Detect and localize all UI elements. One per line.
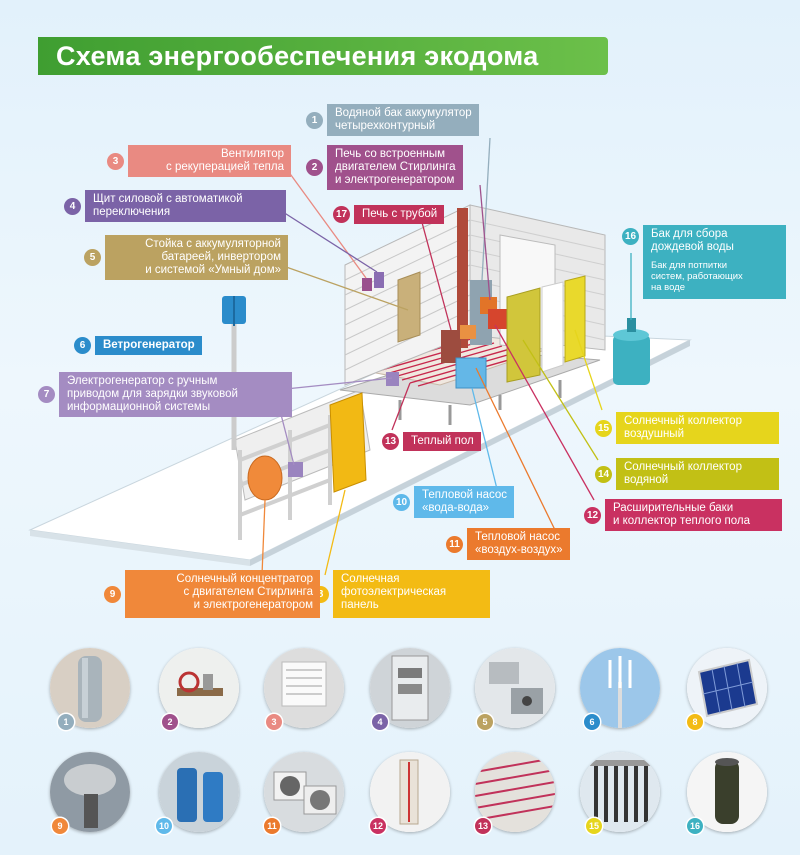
label-fan: 3 Вентилятор с рекуперацией тепла (107, 145, 291, 177)
label-line: «воздух-воздух» (475, 544, 563, 556)
label-water-collector: 14 Солнечный коллектор водяной (595, 458, 779, 490)
label-line: фотоэлектрическая (341, 586, 447, 598)
label-line: Электрогенератор с ручным (67, 375, 218, 387)
label-air-collector: 15 Солнечный коллектор воздушный (595, 412, 779, 444)
label-line: воздушный (624, 428, 684, 440)
label-line: Стойка с аккумуляторной (145, 238, 281, 250)
label-stove-chimney: 17 Печь с трубой (333, 205, 445, 224)
expansion-tank-photo (370, 752, 450, 832)
badge: 3 (266, 714, 282, 730)
label-line: и электрогенератором (335, 174, 455, 186)
badge: 16 (687, 818, 703, 834)
badge: 11 (446, 535, 463, 553)
badge: 4 (64, 197, 81, 215)
badge: 9 (52, 818, 68, 834)
badge: 13 (382, 433, 399, 450)
badge: 2 (162, 714, 178, 730)
heat-pump-water-photo (159, 752, 239, 832)
badge: 1 (306, 111, 323, 129)
label-solar-concentrator: 9 Солнечный концентратор с двигателем Ст… (104, 570, 320, 618)
label-line: Солнечная (341, 573, 400, 585)
badge: 3 (107, 152, 124, 170)
label-line: Расширительные баки (613, 502, 734, 514)
label-line: и коллектор теплого пола (613, 515, 751, 527)
badge: 12 (584, 506, 601, 524)
badge: 10 (393, 493, 410, 511)
badge: 8 (687, 714, 703, 730)
label-line: Печь со встроенным (335, 148, 445, 160)
badge: 15 (586, 818, 602, 834)
label-line: Солнечный концентратор (176, 573, 313, 585)
solar-collector-photo (580, 752, 660, 832)
label-subline: систем, работающих (651, 271, 743, 282)
label-line: батареей, инвертором (161, 251, 281, 263)
label-line: переключения (93, 206, 171, 218)
label-power-panel: 4 Щит силовой с автоматикой переключения (64, 190, 286, 222)
label-subline: на воде (651, 282, 686, 293)
rain-barrel-photo (687, 752, 767, 832)
label-battery-rack: 5 Стойка с аккумуляторной батареей, инве… (84, 235, 288, 280)
floor-heating-photo (475, 752, 555, 832)
label-line: панель (341, 599, 379, 611)
label-line: Щит силовой с автоматикой (93, 193, 243, 205)
label-pv-panel: 8 Солнечная фотоэлектрическая панель (312, 570, 490, 618)
label-hand-generator: 7 Электрогенератор с ручным приводом для… (38, 372, 292, 417)
label-line: Теплый пол (411, 435, 474, 447)
label-heat-pump-air: 11 Тепловой насос «воздух-воздух» (446, 528, 570, 560)
ecohouse-illustration (28, 137, 692, 576)
label-subline: Бак для потпитки (651, 260, 728, 271)
label-line: информационной системы (67, 401, 211, 413)
label-wind-generator: 6 Ветрогенератор (74, 336, 202, 355)
label-line: Водяной бак аккумулятор (335, 107, 472, 119)
badge: 11 (264, 818, 280, 834)
label-line: Вентилятор (221, 148, 284, 160)
heat-pump-air-photo (264, 752, 344, 832)
badge: 10 (156, 818, 172, 834)
label-rain-tank: 16 Бак для сбора дождевой воды Бак для п… (622, 225, 786, 299)
label-line: и системой «Умный дом» (145, 264, 281, 276)
label-line: приводом для зарядки звуковой (67, 388, 238, 400)
label-line: Печь с трубой (362, 208, 438, 220)
label-line: с двигателем Стирлинга (183, 586, 313, 598)
label-line: и электрогенератором (193, 599, 313, 611)
label-line: Тепловой насос (475, 531, 561, 543)
badge: 12 (370, 818, 386, 834)
badge: 17 (333, 206, 350, 223)
label-line: Бак для сбора (651, 228, 728, 240)
badge: 2 (306, 159, 323, 176)
label-line: двигателем Стирлинга (335, 161, 456, 173)
label-line: с рекуперацией тепла (166, 161, 284, 173)
badge: 16 (622, 228, 639, 245)
label-line: Ветрогенератор (103, 339, 195, 351)
label-expansion-tanks: 12 Расширительные баки и коллектор тепло… (584, 499, 782, 531)
badge: 5 (477, 714, 493, 730)
page-title: Схема энергообеспечения экодома (38, 37, 608, 75)
label-floor-heating: 13 Теплый пол (382, 432, 481, 451)
label-line: Солнечный коллектор (624, 461, 742, 473)
label-line: дождевой воды (651, 241, 734, 253)
badge: 14 (595, 465, 612, 483)
label-line: «вода-вода» (422, 502, 490, 514)
label-line: четырехконтурный (335, 120, 436, 132)
badge: 13 (475, 818, 491, 834)
badge: 6 (584, 714, 600, 730)
badge: 15 (595, 419, 612, 437)
label-water-tank: 1 Водяной бак аккумулятор четырехконтурн… (306, 104, 479, 136)
label-line: Солнечный коллектор (624, 415, 742, 427)
badge: 1 (58, 714, 74, 730)
label-stove-stirling: 2 Печь со встроенным двигателем Стирлинг… (306, 145, 463, 190)
label-line: Тепловой насос (422, 489, 508, 501)
label-heat-pump-water: 10 Тепловой насос «вода-вода» (393, 486, 515, 518)
solar-panel-photo (687, 648, 767, 728)
label-line: водяной (624, 474, 669, 486)
badge: 9 (104, 585, 121, 603)
badge: 6 (74, 337, 91, 354)
badge: 7 (38, 386, 55, 403)
badge: 5 (84, 249, 101, 266)
badge: 4 (372, 714, 388, 730)
